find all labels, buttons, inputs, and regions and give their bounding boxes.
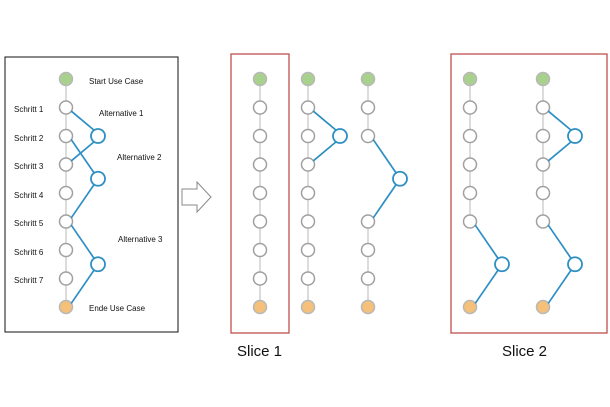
step-label: Schritt 3	[14, 162, 44, 171]
alternative-in-line	[547, 141, 572, 162]
step-node	[252, 242, 268, 258]
alternative-out-line	[312, 110, 337, 131]
end-node	[462, 299, 478, 315]
step-node	[535, 128, 551, 144]
alternative-out-line	[372, 139, 397, 174]
ende-use-case-label: Ende Use Case	[89, 304, 146, 313]
step-node	[300, 100, 316, 115]
step-label: Schritt 2	[14, 134, 44, 143]
start-node	[462, 71, 478, 87]
alternative-in-line	[372, 184, 397, 219]
alternative-out-line	[70, 224, 95, 259]
step-label: Schritt 4	[14, 191, 44, 200]
alternative-out-line	[547, 224, 572, 259]
step-node	[58, 214, 74, 229]
alternative-out-line	[70, 110, 95, 131]
step-node	[300, 157, 316, 172]
step-node	[252, 185, 268, 201]
step-node	[462, 214, 478, 229]
step-label: Schritt 6	[14, 248, 44, 257]
step-node	[58, 100, 74, 115]
step-node	[535, 157, 551, 172]
step-node	[360, 128, 376, 144]
step-node	[535, 100, 551, 115]
step-node	[300, 242, 316, 258]
alternative-node	[90, 170, 106, 187]
end-node	[535, 299, 551, 315]
end-node	[58, 299, 74, 315]
step-node	[360, 214, 376, 229]
step-node	[252, 157, 268, 172]
start-node	[252, 71, 268, 87]
alternative-node	[90, 128, 106, 144]
step-node	[58, 271, 74, 286]
step-node	[58, 157, 74, 172]
step-node	[252, 100, 268, 115]
end-node	[360, 299, 376, 315]
slice-2-frame	[450, 53, 608, 334]
step-node	[300, 271, 316, 286]
alternative-label: Alternative 2	[117, 153, 162, 162]
alternative-in-line	[70, 184, 95, 219]
step-node	[360, 100, 376, 115]
step-node	[252, 271, 268, 286]
alternative-in-line	[547, 269, 572, 304]
start-node	[58, 71, 74, 87]
alternative-node	[392, 170, 408, 187]
slice-2-label: Slice 2	[502, 343, 547, 360]
step-node	[462, 100, 478, 115]
alternative-in-line	[70, 141, 95, 162]
step-node	[300, 185, 316, 201]
alternative-node	[494, 256, 510, 273]
start-node	[300, 71, 316, 87]
step-node	[252, 214, 268, 229]
start-node	[360, 71, 376, 87]
step-node	[462, 157, 478, 172]
step-node	[462, 128, 478, 144]
alternative-out-line	[70, 139, 95, 174]
step-label: Schritt 1	[14, 105, 44, 114]
slice-1-frame	[230, 53, 290, 334]
alternative-in-line	[312, 141, 337, 162]
step-node	[360, 242, 376, 258]
step-node	[58, 242, 74, 258]
step-node	[535, 214, 551, 229]
alternative-node	[567, 256, 583, 273]
step-node	[300, 214, 316, 229]
start-node	[535, 71, 551, 87]
alternative-out-line	[547, 110, 572, 131]
step-node	[535, 185, 551, 201]
alternative-label: Alternative 1	[99, 109, 144, 118]
end-node	[252, 299, 268, 315]
start-use-case-label: Start Use Case	[89, 77, 144, 86]
flow-columns	[58, 71, 583, 315]
alternative-node	[90, 256, 106, 273]
step-node	[252, 128, 268, 144]
alternative-out-line	[474, 224, 499, 259]
slice-1-label: Slice 1	[237, 343, 282, 360]
step-node	[462, 185, 478, 201]
end-node	[300, 299, 316, 315]
step-node	[58, 128, 74, 144]
alternative-in-line	[70, 269, 95, 304]
step-node	[300, 128, 316, 144]
step-node	[360, 271, 376, 286]
step-node	[58, 185, 74, 201]
step-label: Schritt 5	[14, 219, 44, 228]
right-arrow-icon	[181, 180, 212, 214]
alternative-in-line	[474, 269, 499, 304]
step-label: Schritt 7	[14, 276, 44, 285]
alternative-node	[567, 128, 583, 144]
use-case-frame	[4, 56, 179, 333]
alternative-label: Alternative 3	[118, 235, 163, 244]
alternative-node	[332, 128, 348, 144]
